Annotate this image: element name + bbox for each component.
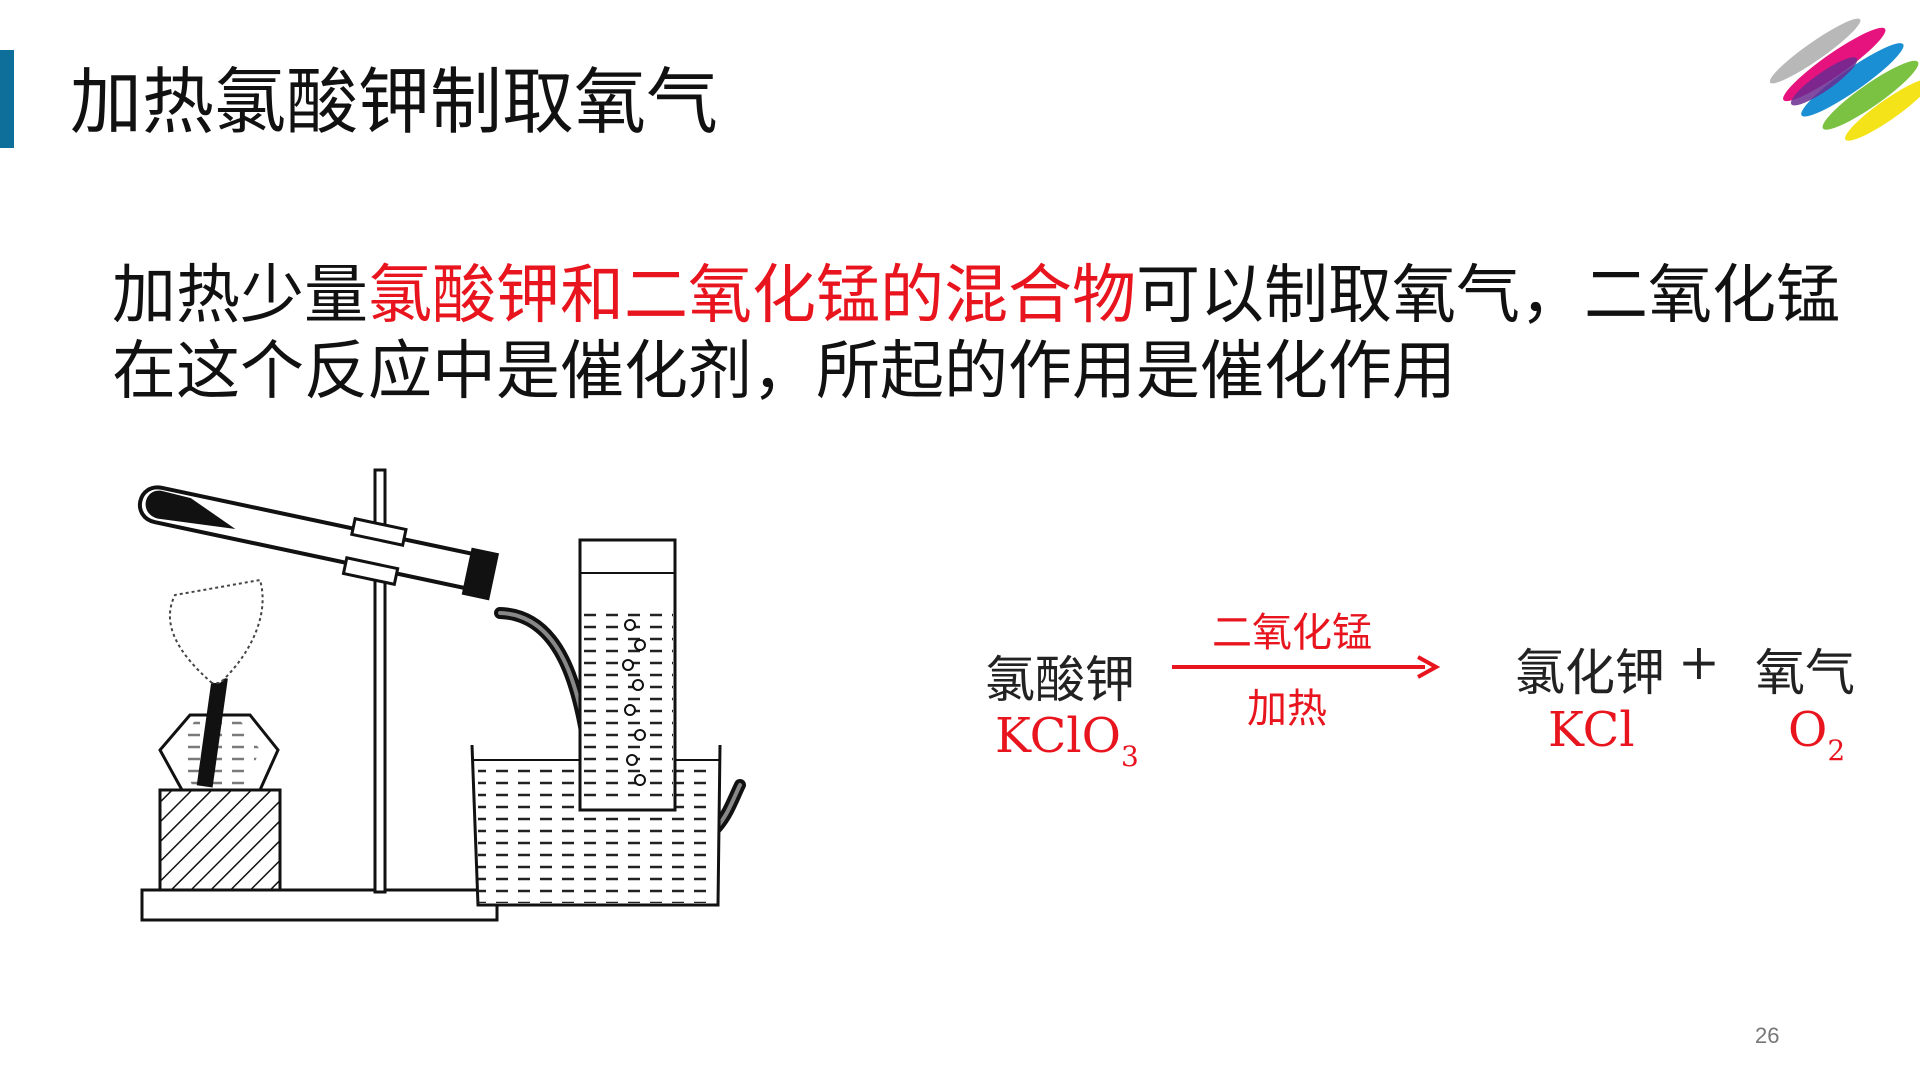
- slide-title: 加热氯酸钾制取氧气: [70, 60, 719, 144]
- stand-base: [140, 888, 499, 922]
- reactant-formula-main: KClO: [995, 708, 1121, 764]
- plus-sign: +: [1678, 633, 1720, 691]
- reactant-formula: KClO3: [995, 708, 1139, 773]
- reagent-mixture: [145, 490, 236, 530]
- product2-name: 氧气: [1755, 644, 1855, 702]
- clamp: [350, 516, 408, 547]
- reactant-name: 氯酸钾: [985, 651, 1135, 709]
- wooden-block: [158, 788, 282, 892]
- lamp-wick: [196, 676, 228, 788]
- body-text-segment: 加热少量: [112, 259, 368, 333]
- reaction-condition-catalyst: 二氧化锰: [1212, 610, 1372, 656]
- reaction-condition-heat: 加热: [1247, 686, 1327, 732]
- brand-logo: [1770, 18, 1920, 141]
- reaction-arrow-icon: [1172, 655, 1440, 679]
- stand-rod: [373, 468, 387, 894]
- product1-formula: KCl: [1548, 702, 1635, 758]
- reactant-formula-sub: 3: [1121, 740, 1139, 773]
- body-text-highlight: 氯酸钾和二氧化锰的混合物: [368, 259, 1136, 333]
- flame: [169, 578, 264, 684]
- stopper: [461, 547, 500, 601]
- page-number: 26: [1755, 1023, 1780, 1048]
- oxygen-preparation-apparatus: [137, 468, 746, 922]
- product1-name: 氯化钾: [1515, 644, 1665, 702]
- body-paragraph: 加热少量氯酸钾和二氧化锰的混合物可以制取氧气，二氧化锰 在这个反应中是催化剂，所…: [112, 258, 1892, 410]
- test-tube: [137, 485, 478, 592]
- body-line-1: 加热少量氯酸钾和二氧化锰的混合物可以制取氧气，二氧化锰: [112, 258, 1892, 334]
- body-line-2: 在这个反应中是催化剂，所起的作用是催化作用: [112, 335, 1456, 409]
- body-text-segment: 可以制取氧气，二氧化锰: [1136, 259, 1840, 333]
- product2-formula-sub: 2: [1827, 734, 1846, 767]
- product2-formula-main: O: [1788, 702, 1828, 758]
- product2-formula: O2: [1788, 702, 1845, 767]
- title-accent-bar: [0, 50, 14, 148]
- gas-bubbles: [622, 619, 646, 786]
